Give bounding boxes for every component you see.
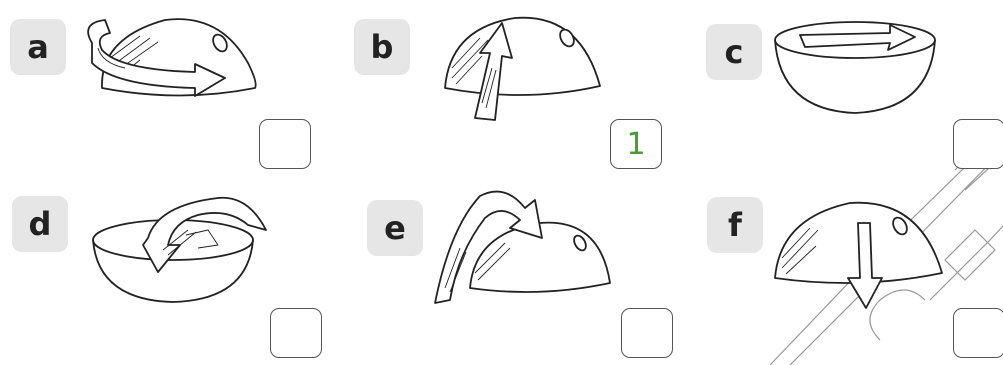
item-label-b: b: [354, 19, 410, 75]
dome-flip-arrow-icon: [430, 188, 610, 306]
answer-box-c[interactable]: [953, 119, 1003, 169]
dome-up-arrow-icon: [440, 8, 615, 123]
bowl-flip-arrow-icon: [88, 190, 268, 305]
bowl-arrow-icon: [770, 15, 940, 115]
answer-box-a[interactable]: [259, 119, 311, 169]
item-label-a: a: [10, 19, 66, 75]
answer-box-d[interactable]: [270, 308, 322, 358]
item-label-c: c: [706, 24, 762, 80]
item-label-e: e: [367, 200, 423, 256]
item-label-d: d: [12, 196, 68, 252]
answer-box-e[interactable]: [621, 308, 673, 358]
answer-box-f[interactable]: [953, 308, 1003, 358]
dome-down-arrow-icon: [770, 188, 945, 313]
dome-rotate-arrow-icon: [80, 8, 265, 108]
answer-box-b[interactable]: 1: [610, 119, 662, 169]
item-label-f: f: [707, 197, 763, 253]
